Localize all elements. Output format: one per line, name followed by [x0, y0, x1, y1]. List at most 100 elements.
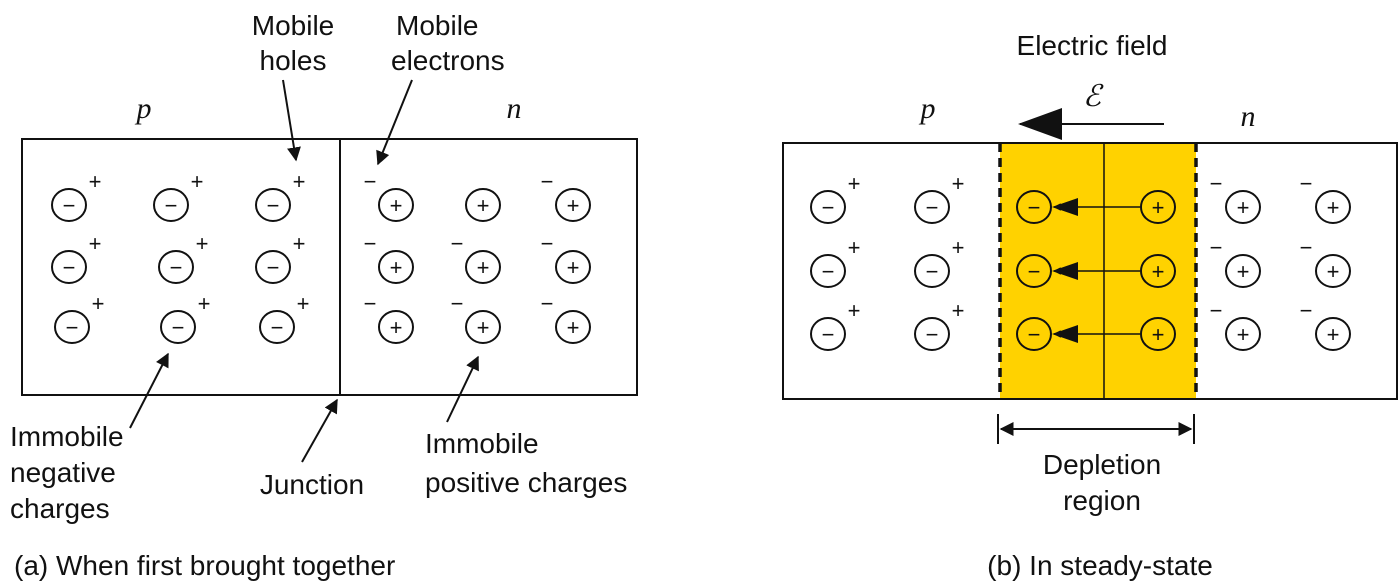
semiconductor-bar-a — [21, 138, 638, 396]
depletion-acceptor-ion-icon-sign: − — [1028, 259, 1041, 284]
acceptor-ion-icon: − — [158, 250, 194, 284]
electron-carrier-icon: − — [451, 291, 464, 316]
panel-a: p n −+−+−++−++−−+−+−++−+−+−−+−+−++−+−+− … — [10, 10, 638, 581]
hole-carrier-icon: + — [293, 169, 306, 194]
acceptor-ion-icon-circle — [810, 317, 846, 351]
donor-ion-icon: + — [465, 250, 501, 284]
depletion-label: Depletion — [1043, 449, 1161, 480]
immobile-positive-label: Immobile — [425, 428, 539, 459]
acceptor-ion-icon: − — [810, 317, 846, 351]
hole-carrier-icon: + — [297, 291, 310, 316]
acceptor-ion-icon-circle — [255, 188, 291, 222]
donor-ion-icon-sign: + — [390, 315, 403, 340]
donor-ion-icon-sign: + — [567, 255, 580, 280]
depletion-donor-ion-icon: + — [1140, 254, 1176, 288]
acceptor-ion-icon-sign: − — [822, 322, 835, 347]
donor-ion-icon-circle — [1225, 190, 1261, 224]
acceptor-ion-icon-circle — [160, 310, 196, 344]
mobile-holes-arrow — [282, 79, 301, 162]
donor-ion-icon: + — [1225, 190, 1261, 224]
donor-ion-icon-circle — [1225, 254, 1261, 288]
electron-carrier-icon: − — [1210, 171, 1223, 196]
acceptor-ion-icon: − — [153, 188, 189, 222]
donor-ion-icon-sign: + — [390, 255, 403, 280]
donor-ion-icon-circle — [1225, 317, 1261, 351]
hole-carrier-icon: + — [198, 291, 211, 316]
donor-ion-icon-sign: + — [1237, 195, 1250, 220]
depletion-donor-ion-icon-sign: + — [1152, 259, 1165, 284]
electron-carrier-icon: − — [541, 169, 554, 194]
acceptor-ion-icon-circle — [914, 190, 950, 224]
depletion-acceptor-ion-icon-circle — [1016, 254, 1052, 288]
donor-ion-icon: + — [1225, 317, 1261, 351]
acceptor-ion-icon-sign: − — [926, 195, 939, 220]
hole-carrier-icon: + — [848, 235, 861, 260]
electric-field-label: Electric field — [1017, 30, 1168, 61]
donor-ion-icon-circle — [1315, 317, 1351, 351]
charge-grid-b: −+−++−+−−+−+−++−+−−+−+−++−+−−+ — [810, 171, 1351, 351]
electron-carrier-icon: − — [364, 231, 377, 256]
acceptor-ion-icon: − — [255, 188, 291, 222]
acceptor-ion-icon-circle — [153, 188, 189, 222]
semiconductor-bar-b — [782, 142, 1398, 400]
electron-carrier-icon: − — [364, 291, 377, 316]
junction-arrow — [301, 398, 338, 463]
acceptor-ion-icon-circle — [810, 254, 846, 288]
mobile-electrons-label-2: electrons — [391, 45, 505, 76]
depletion-donor-ion-icon: + — [1140, 190, 1176, 224]
donor-ion-icon-circle — [378, 250, 414, 284]
donor-ion-icon-circle — [555, 310, 591, 344]
charge-grid-a: −+−+−++−++−−+−+−++−+−+−−+−+−++−+−+− — [51, 169, 591, 344]
donor-ion-icon-sign: + — [1327, 322, 1340, 347]
hole-carrier-icon: + — [92, 291, 105, 316]
acceptor-ion-icon-sign: − — [267, 255, 280, 280]
donor-ion-icon-sign: + — [1237, 322, 1250, 347]
donor-ion-icon-circle — [465, 310, 501, 344]
donor-ion-icon-sign: + — [477, 315, 490, 340]
mobile-holes-label: Mobile — [252, 10, 334, 41]
electron-carrier-icon: − — [1210, 298, 1223, 323]
donor-ion-icon: + — [1315, 317, 1351, 351]
acceptor-ion-icon-circle — [914, 254, 950, 288]
donor-ion-icon-circle — [1315, 254, 1351, 288]
depletion-acceptor-ion-icon: − — [1016, 317, 1052, 351]
depletion-donor-ion-icon-circle — [1140, 254, 1176, 288]
electron-carrier-icon: − — [1300, 171, 1313, 196]
hole-carrier-icon: + — [293, 231, 306, 256]
mobile-electrons-arrow — [376, 79, 413, 166]
acceptor-ion-icon-sign: − — [66, 315, 79, 340]
acceptor-ion-icon-sign: − — [926, 322, 939, 347]
immobile-negative-label-3: charges — [10, 493, 110, 524]
donor-ion-icon-sign: + — [477, 255, 490, 280]
depletion-acceptor-ion-icon-circle — [1016, 190, 1052, 224]
donor-ion-icon: + — [555, 250, 591, 284]
donor-ion-icon-circle — [465, 188, 501, 222]
donor-ion-icon: + — [555, 188, 591, 222]
depletion-donor-ion-icon-circle — [1140, 190, 1176, 224]
donor-ion-icon: + — [1315, 254, 1351, 288]
caption-b: (b) In steady-state — [987, 550, 1213, 581]
field-line-arrowhead — [1052, 262, 1078, 280]
acceptor-ion-icon-sign: − — [271, 315, 284, 340]
electron-carrier-icon: − — [1300, 298, 1313, 323]
depletion-donor-ion-icon-sign: + — [1152, 195, 1165, 220]
donor-ion-icon-circle — [378, 310, 414, 344]
acceptor-ion-icon-circle — [255, 250, 291, 284]
donor-ion-icon-sign: + — [1237, 259, 1250, 284]
donor-ion-icon: + — [465, 188, 501, 222]
immobile-positive-arrow — [446, 355, 479, 423]
donor-ion-icon: + — [378, 250, 414, 284]
depletion-label-2: region — [1063, 485, 1141, 516]
acceptor-ion-icon-circle — [259, 310, 295, 344]
acceptor-ion-icon: − — [914, 190, 950, 224]
acceptor-ion-icon: − — [51, 188, 87, 222]
hole-carrier-icon: + — [952, 235, 965, 260]
donor-ion-icon-sign: + — [567, 193, 580, 218]
donor-ion-icon-sign: + — [567, 315, 580, 340]
acceptor-ion-icon: − — [255, 250, 291, 284]
n-region-label-b: n — [1241, 100, 1256, 133]
electron-carrier-icon: − — [1300, 235, 1313, 260]
mobile-holes-label-2: holes — [260, 45, 327, 76]
donor-ion-icon-circle — [465, 250, 501, 284]
